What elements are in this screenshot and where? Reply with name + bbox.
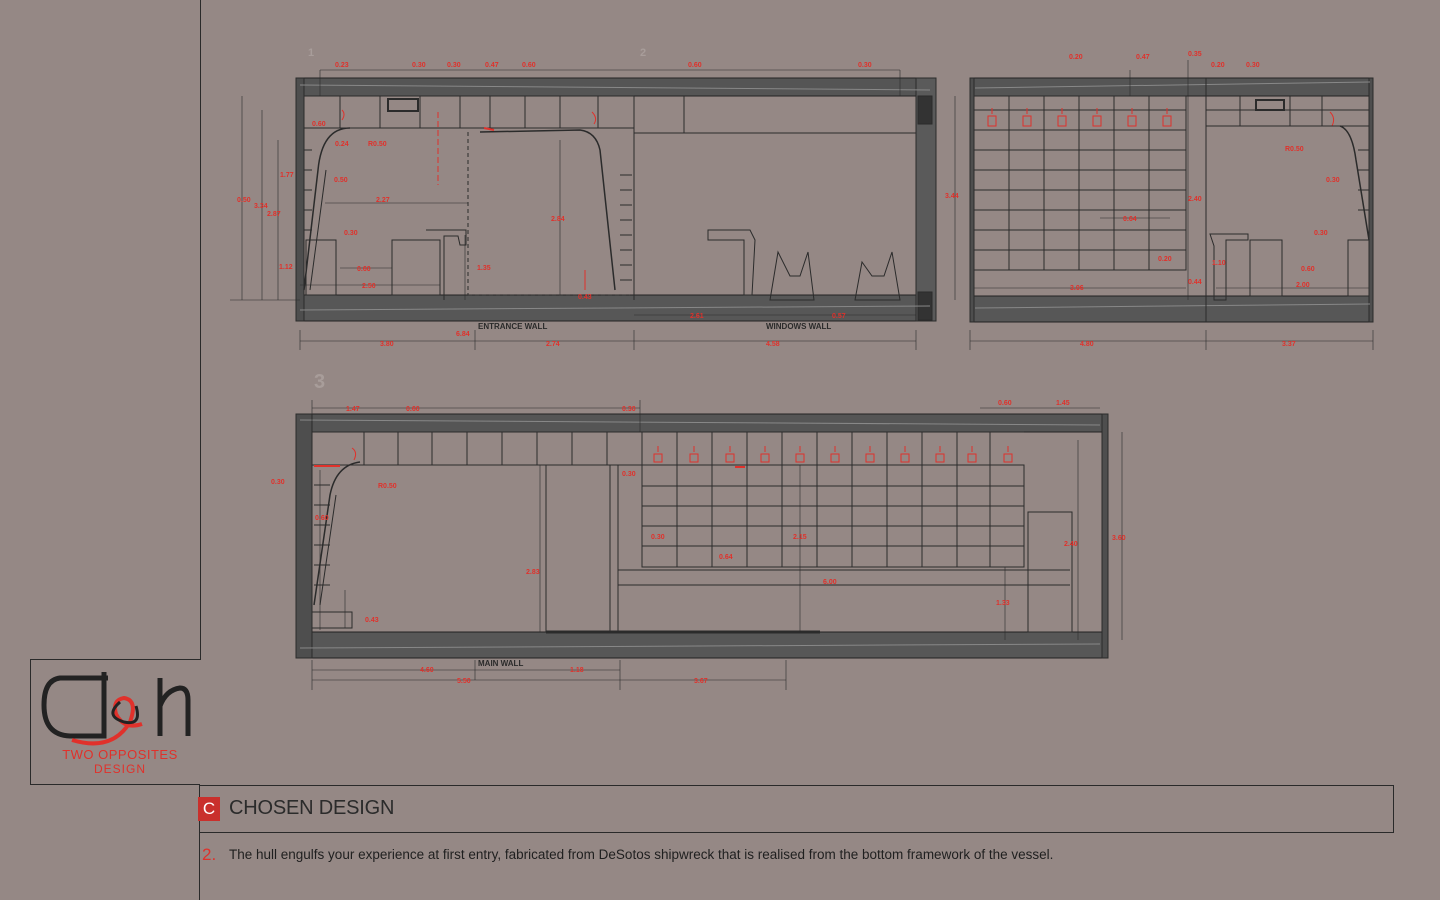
dim-v1-left-2: 3.34: [254, 203, 268, 210]
logo-text-line2: DESIGN: [93, 762, 146, 776]
dim-v1-inner-4: 1.77: [280, 172, 294, 179]
dim-v2-inner-9: 0.60: [1301, 266, 1315, 273]
dim-v1-inner-5: 0.50: [334, 177, 348, 184]
logo-text-line1: TWO OPPOSITES: [62, 747, 178, 762]
dim-v1-inner-7: 2.84: [551, 216, 565, 223]
windows-wall-label: WINDOWS WALL: [766, 322, 831, 331]
dim-v2-top-2: 0.47: [1136, 54, 1150, 61]
dim-v2-inner-4: 0.64: [1123, 216, 1137, 223]
dim-v2-inner-8: 1.10: [1212, 260, 1226, 267]
dim-v3-top-2: 0.60: [406, 406, 420, 413]
dim-v2-inner-3: 2.40: [1188, 196, 1202, 203]
dim-v3-inner-13: 3.60: [1112, 535, 1126, 542]
dim-v1-bottom-4: 4.58: [766, 341, 780, 348]
dim-v3-inner-3: 0.30: [622, 471, 636, 478]
elevation-view-1: 1: [230, 47, 959, 350]
entrance-wall-label: ENTRANCE WALL: [478, 322, 547, 331]
dim-v3-bottom-1: 4.60: [420, 667, 434, 674]
dim-v1-inner-2: R0.50: [368, 141, 387, 148]
dim-v1-inner-10: 0.60: [357, 266, 371, 273]
dim-v3-top-4: 0.60: [998, 400, 1012, 407]
dim-v2-top-4: 0.20: [1211, 62, 1225, 69]
dim-v1-top-1: 0.23: [335, 62, 349, 69]
dim-v1-inner-11: 1.35: [477, 265, 491, 272]
dim-v1-left-3: 2.87: [267, 211, 281, 218]
dim-v3-inner-8: 2.83: [526, 569, 540, 576]
view-1-number: 1: [308, 47, 314, 59]
dim-v3-inner-12: 1.33: [996, 600, 1010, 607]
dim-v1-left-1: 0.50: [237, 197, 251, 204]
main-wall-label: MAIN WALL: [478, 659, 523, 668]
dim-v1-top-2: 0.30: [412, 62, 426, 69]
dim-v1-bottom-1: 6.84: [456, 331, 470, 338]
dim-v2-top-3: 0.35: [1188, 51, 1202, 58]
dim-v1-inner-1: 0.60: [312, 121, 326, 128]
dim-v1-inner-14: 2.61: [690, 313, 704, 320]
dim-v2-inner-5: 0.20: [1158, 256, 1172, 263]
dim-v3-inner-1: 0.30: [271, 479, 285, 486]
dim-v1-bottom-3: 2.74: [546, 341, 560, 348]
dim-v3-bottom-3: 5.50: [457, 678, 471, 685]
dim-v1-inner-13: 0.43: [578, 294, 592, 301]
dim-v3-top-3: 0.30: [622, 406, 636, 413]
dim-v1-inner-12: 2.50: [362, 283, 376, 290]
dim-v1-inner-8: 0.30: [344, 230, 358, 237]
dim-v1-top-7: 0.30: [858, 62, 872, 69]
dim-v3-inner-2: R0.50: [378, 483, 397, 490]
view-2-number: 2: [640, 47, 646, 59]
dim-v3-inner-11: 2.40: [1064, 541, 1078, 548]
view-3-number: 3: [314, 371, 325, 393]
dim-v3-top-1: 1.47: [346, 406, 360, 413]
dim-v2-inner-11: 2.00: [1296, 282, 1310, 289]
dim-v2-inner-2: 0.30: [1326, 177, 1340, 184]
logo-frame-bottom: [30, 784, 200, 785]
dim-v3-inner-7: 2.15: [793, 534, 807, 541]
dim-v1-top-3: 0.30: [447, 62, 461, 69]
dim-v3-bottom-2: 1.18: [570, 667, 584, 674]
dim-v1-top-6: 0.60: [688, 62, 702, 69]
frame-vertical-line: [200, 0, 201, 660]
dim-v1-top-4: 0.47: [485, 62, 499, 69]
dim-v3-inner-5: 0.30: [651, 534, 665, 541]
dim-v2-inner-6: 0.44: [1188, 279, 1202, 286]
dim-v1-top-5: 0.60: [522, 62, 536, 69]
dim-v1-inner-3: 0.24: [335, 141, 349, 148]
footer-frame-left: [199, 785, 200, 900]
dim-v3-top-5: 1.45: [1056, 400, 1070, 407]
dim-v3-inner-10: 6.00: [823, 579, 837, 586]
dim-v2-inner-1: R0.50: [1285, 146, 1304, 153]
dim-v3-inner-9: 0.43: [365, 617, 379, 624]
dim-v2-bottom-2: 3.37: [1282, 341, 1296, 348]
item-number: 2.: [202, 845, 217, 864]
dim-v2-top-1: 0.20: [1069, 54, 1083, 61]
dim-v1-bottom-2: 3.80: [380, 341, 394, 348]
dim-v3-bottom-4: 3.67: [694, 678, 708, 685]
dim-v1-inner-9: 1.12: [279, 264, 293, 271]
logo-frame-top: [30, 659, 201, 660]
logo-mark: [41, 672, 191, 746]
item-description: The hull engulfs your experience at firs…: [229, 847, 1054, 862]
dim-v2-inner-10: 3.06: [1070, 285, 1084, 292]
logo-frame-left: [30, 659, 31, 784]
dim-v2-bottom-1: 4.80: [1080, 341, 1094, 348]
dim-v3-inner-4: 0.60: [315, 515, 329, 522]
dim-v2-top-5: 0.30: [1246, 62, 1260, 69]
section-badge: C: [198, 797, 220, 821]
dim-v1-inner-15: 0.57: [832, 313, 846, 320]
dim-v1-inner-6: 2.27: [376, 197, 390, 204]
dim-v3-inner-6: 0.64: [719, 554, 733, 561]
dim-v1-right-1: 3.44: [945, 193, 959, 200]
elevation-view-3: 3: [271, 371, 1126, 690]
elevation-view-2: 2: [640, 47, 1374, 350]
dim-v2-inner-7: 0.30: [1314, 230, 1328, 237]
section-title: CHOSEN DESIGN: [229, 797, 395, 819]
